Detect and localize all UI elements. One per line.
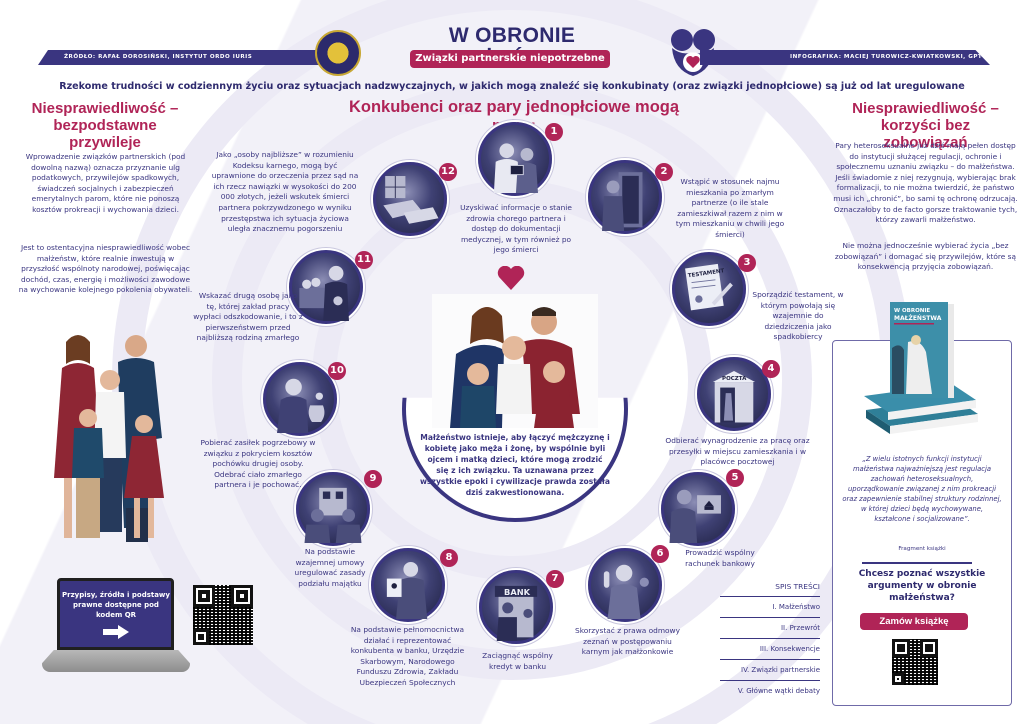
laptop-screen	[57, 578, 174, 650]
ordo-iuris-seal-icon	[315, 30, 361, 76]
promo-divider	[862, 562, 972, 564]
item-10-image	[263, 362, 337, 436]
item-11-image	[289, 250, 363, 324]
item-3-number-badge: 3	[738, 254, 756, 272]
doctor-icon	[493, 143, 538, 193]
source-ribbon: ŹRÓDŁO: RAFAŁ DOROSIŃSKI, INSTYTUT ORDO …	[38, 50, 328, 65]
funeral-urn-icon	[277, 378, 325, 433]
item-5-text: Prowadzić wspólny rachunek bankowy	[685, 548, 755, 568]
heart-icon	[497, 266, 525, 290]
family-photo	[54, 335, 164, 542]
svg-text:W OBRONIE: W OBRONIE	[894, 308, 930, 314]
right-heading: Niesprawiedliwość – korzyści bez zobowią…	[852, 100, 999, 151]
arrow-right-icon	[103, 625, 129, 639]
right-paragraph-1: Pary heteroseksualne już dziś mają pełen…	[833, 141, 1018, 225]
money-stacks-icon	[383, 176, 439, 224]
toc-item[interactable]: II. Przewrót	[720, 618, 820, 639]
sources-info-text: Przypisy, źródła i podstawy prawne dostę…	[62, 591, 170, 619]
bank-icon: BANK	[494, 585, 538, 641]
item-3-image: TESTAMENT	[672, 252, 746, 326]
item-10-number-badge: 10	[328, 362, 346, 380]
item-9-image	[296, 472, 370, 546]
item-6-image	[588, 548, 662, 622]
item-10-text: Pobierać zasiłek pogrzebowy w związku z …	[200, 438, 316, 490]
toc-item[interactable]: IV. Związki partnerskie	[720, 660, 820, 681]
item-8-number-badge: 8	[440, 549, 458, 567]
left-paragraph-2: Jest to ostentacyjna niesprawiedliwość w…	[18, 243, 193, 295]
item-9-number-badge: 9	[364, 470, 382, 488]
item-1-image	[478, 122, 552, 196]
item-7-text: Zaciągnąć wspólny kredyt w banku	[482, 651, 553, 671]
online-banking-icon	[669, 489, 721, 543]
quote-source: Fragment książki	[898, 546, 946, 552]
svg-text:POCZTA: POCZTA	[722, 376, 747, 382]
source-credit: ŹRÓDŁO: RAFAŁ DOROSIŃSKI, INSTYTUT ORDO …	[64, 54, 253, 60]
right-paragraph-2: Nie można jednocześnie wybierać życia „b…	[834, 241, 1017, 272]
post-office-icon: POCZTA	[712, 371, 756, 423]
toc-item[interactable]: I. Małżeństwo	[720, 597, 820, 618]
item-2-number-badge: 2	[655, 163, 673, 181]
power-of-attorney-icon	[386, 562, 428, 619]
laptop-keyboard	[42, 650, 190, 672]
family-center-photo	[432, 294, 598, 428]
toc-item[interactable]: III. Konsekwencje	[720, 639, 820, 660]
item-11-text: Wskazać drugą osobę jako tę, której zakł…	[193, 291, 303, 343]
item-11-number-badge: 11	[355, 251, 373, 269]
table-of-contents: SPIS TREŚCI I. Małżeństwo II. Przewrót I…	[720, 582, 820, 701]
item-5-number-badge: 5	[726, 469, 744, 487]
item-7-image: BANK	[479, 570, 553, 644]
property-icon	[304, 487, 362, 543]
left-paragraph-1: Wprowadzenie związków partnerskich (pod …	[25, 152, 186, 214]
svg-text:TESTAMENT: TESTAMENT	[688, 268, 725, 279]
item-7-number-badge: 7	[546, 570, 564, 588]
item-9-text: Na podstawie wzajemnej umowy uregulować …	[294, 547, 366, 588]
subtitle-badge: Związki partnerskie niepotrzebne	[410, 50, 610, 68]
item-4-text: Odbierać wynagrodzenie za pracę oraz prz…	[665, 436, 810, 467]
book-cover-image: W OBRONIE MAŁŻEŃSTWA	[864, 302, 978, 434]
order-qr-code[interactable]	[892, 639, 938, 685]
item-2-text: Wstąpić w stosunek najmu mieszkania po z…	[675, 177, 785, 239]
credit-ribbon: INFOGRAFIKA: MACIEJ TUROWICZ-KWIATKOWSKI…	[700, 50, 990, 65]
item-12-number-badge: 12	[439, 163, 457, 181]
toc-title: SPIS TREŚCI	[720, 582, 820, 597]
lead-text: Rzekome trudności w codziennym życiu ora…	[59, 81, 965, 92]
item-6-number-badge: 6	[651, 545, 669, 563]
marriage-statement: Małżeństwo istnieje, aby łączyć mężczyzn…	[420, 433, 610, 497]
item-4-number-badge: 4	[762, 360, 780, 378]
item-8-text: Na podstawie pełnomocnictwa działać i re…	[350, 625, 465, 687]
order-book-button[interactable]: Zamów książkę	[860, 613, 968, 630]
item-12-image	[373, 162, 447, 236]
promo-cta-text: Chcesz poznać wszystkie argumenty w obro…	[858, 569, 986, 603]
oath-icon	[603, 564, 649, 619]
toc-item[interactable]: V. Główne wątki debaty	[737, 687, 820, 695]
item-1-text: Uzyskiwać informacje o stanie zdrowia ch…	[460, 203, 572, 255]
sources-qr-code[interactable]	[193, 585, 253, 645]
item-1-number-badge: 1	[545, 123, 563, 141]
item-12-text: Jako „osoby najbliższe” w rozumieniu Kod…	[211, 150, 359, 234]
item-3-text: Sporządzić testament, w którym powołają …	[752, 290, 844, 342]
item-5-image	[661, 472, 735, 546]
left-heading: Niesprawiedliwość – bezpodstawne przywil…	[31, 100, 179, 151]
infographic-credit: INFOGRAFIKA: MACIEJ TUROWICZ-KWIATKOWSKI…	[790, 54, 989, 60]
svg-text:BANK: BANK	[504, 587, 531, 597]
item-6-text: Skorzystać z prawa odmowy zeznań w postę…	[575, 626, 680, 657]
svg-text:MAŁŻEŃSTWA: MAŁŻEŃSTWA	[894, 314, 942, 322]
item-8-image	[371, 548, 445, 622]
testament-icon: TESTAMENT	[685, 263, 733, 311]
coffin-flowers-icon	[299, 265, 349, 321]
item-2-image	[588, 160, 662, 234]
book-quote: „Z wielu istotnych funkcji instytucji ma…	[842, 455, 1002, 523]
apartment-door-icon	[602, 172, 643, 231]
item-4-image: POCZTA	[697, 357, 771, 431]
